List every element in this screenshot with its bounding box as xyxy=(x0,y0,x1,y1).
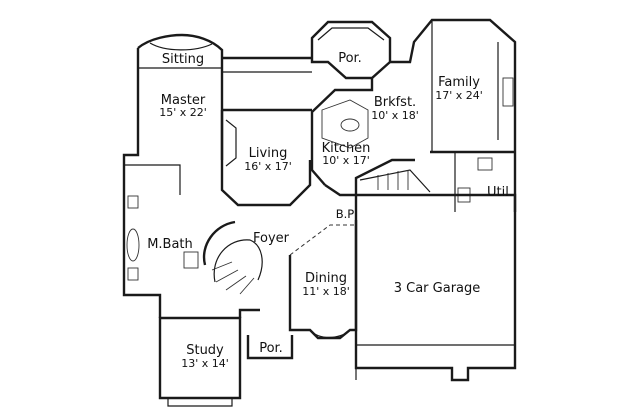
room-living-dims: 16' x 17' xyxy=(244,160,292,173)
room-porch-top-name: Por. xyxy=(338,51,362,66)
room-family-name: Family xyxy=(438,75,480,90)
room-brkfst-name: Brkfst. xyxy=(374,95,416,110)
room-brkfst-dims: 10' x 18' xyxy=(371,109,419,122)
room-master-name: Master xyxy=(161,93,206,108)
room-porch-front-name: Por. xyxy=(259,341,283,356)
room-study-name: Study xyxy=(186,343,224,358)
room-dining-dims: 11' x 18' xyxy=(302,285,350,298)
room-kitchen-name: Kitchen xyxy=(322,141,371,156)
room-study-dims: 13' x 14' xyxy=(181,357,229,370)
room-util-name: Util. xyxy=(487,185,513,200)
room-garage-name: 3 Car Garage xyxy=(394,281,481,296)
room-sitting-name: Sitting xyxy=(162,52,204,67)
room-dining-name: Dining xyxy=(305,271,347,286)
room-bp-name: B.P xyxy=(336,207,355,221)
room-family-dims: 17' x 24' xyxy=(435,89,483,102)
room-foyer-name: Foyer xyxy=(253,231,290,246)
room-living-name: Living xyxy=(249,146,288,161)
room-mbath-name: M.Bath xyxy=(147,237,193,252)
room-master-dims: 15' x 22' xyxy=(159,106,207,119)
room-labels: Sitting Master 15' x 22' Por. Brkfst. 10… xyxy=(147,51,513,370)
room-kitchen-dims: 10' x 17' xyxy=(322,154,370,167)
walls xyxy=(122,18,517,407)
